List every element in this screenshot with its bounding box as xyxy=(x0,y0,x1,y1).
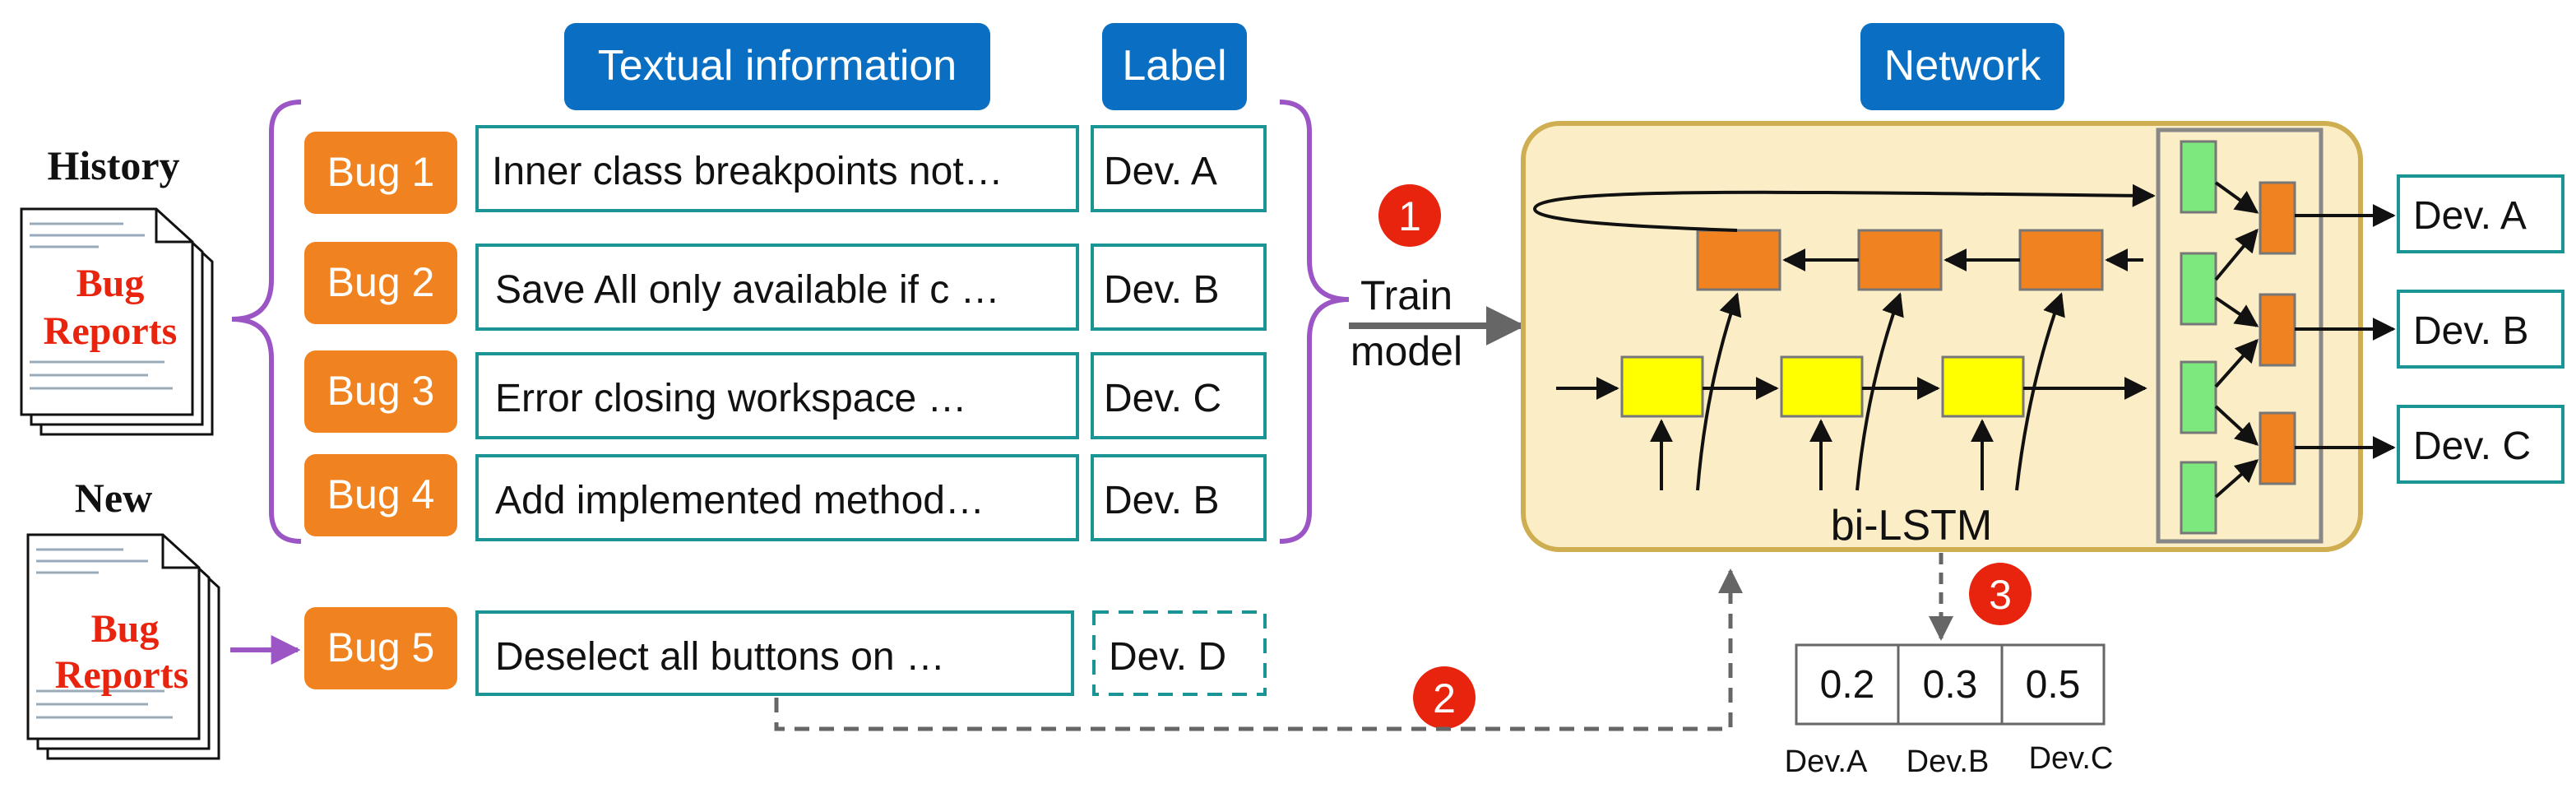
header-textual-information: Textual information xyxy=(564,23,990,110)
forward-cell xyxy=(1941,355,2025,418)
svg-text:2: 2 xyxy=(1433,675,1456,721)
output-dev-a: Dev. A xyxy=(2397,174,2564,253)
prob-value: 0.5 xyxy=(2026,663,2081,707)
bug-text: Inner class breakpoints not… xyxy=(492,150,1003,193)
prob-label: Dev.A xyxy=(1785,745,1868,779)
header-label: Label xyxy=(1102,23,1247,110)
step-badge-3: 3 xyxy=(1969,563,2032,625)
bug-row-3: Bug 3 Error closing workspace … Dev. C xyxy=(304,350,1267,439)
svg-text:Network: Network xyxy=(1884,42,2042,90)
bug-row-4: Bug 4 Add implemented method… Dev. B xyxy=(304,454,1267,541)
bug-text: Add implemented method… xyxy=(495,479,985,522)
output-layer-arrows xyxy=(2214,181,2396,499)
bug-text: Error closing workspace … xyxy=(495,377,967,420)
bug-label: Dev. B xyxy=(1104,268,1219,312)
output-layer-box xyxy=(2156,128,2323,544)
svg-text:Reports: Reports xyxy=(44,309,178,353)
bug-text: Save All only available if c … xyxy=(495,268,1000,312)
right-brace xyxy=(1279,100,1350,544)
probability-table: 0.2 0.3 0.5 Dev.A Dev.B Dev.C xyxy=(1785,643,2114,779)
new-title: New xyxy=(75,475,152,521)
backward-cell xyxy=(1857,229,1943,291)
backward-cell xyxy=(1696,229,1781,291)
prob-label: Dev.C xyxy=(2029,741,2114,776)
bug-row-2: Bug 2 Save All only available if c … Dev… xyxy=(304,242,1267,331)
history-title: History xyxy=(47,142,179,188)
backward-lstm-cells xyxy=(1696,229,2104,291)
output-green-units xyxy=(2180,140,2217,535)
bilstm-label: bi-LSTM xyxy=(1831,502,1992,550)
bug-label: Dev. C xyxy=(1104,377,1221,420)
new-bug-reports-icon: Bug Reports xyxy=(26,533,220,760)
prob-value: 0.2 xyxy=(1820,663,1875,707)
forward-lstm-cells xyxy=(1620,355,2025,418)
svg-text:3: 3 xyxy=(1989,572,2012,618)
bug-label: Dev. B xyxy=(1104,479,1219,522)
history-bug-reports-icon: Bug Reports xyxy=(20,207,214,436)
backward-cell xyxy=(2018,229,2104,291)
svg-text:Label: Label xyxy=(1122,42,1226,90)
predict-path-arrow xyxy=(774,568,1743,731)
prob-label: Dev.B xyxy=(1907,745,1990,779)
bug-id: Bug 1 xyxy=(327,149,435,195)
bug-text: Deselect all buttons on … xyxy=(495,635,945,679)
svg-text:1: 1 xyxy=(1398,193,1421,239)
network-arrows xyxy=(1532,183,2156,491)
step-badge-1: 1 xyxy=(1378,184,1441,247)
network-box xyxy=(1521,121,2363,552)
bug-id: Bug 3 xyxy=(327,368,435,414)
bug-label: Dev. A xyxy=(1104,150,1217,193)
svg-text:Textual information: Textual information xyxy=(598,42,957,90)
bug-id: Bug 2 xyxy=(327,259,435,305)
forward-cell xyxy=(1620,355,1704,418)
bug-row-1: Bug 1 Inner class breakpoints not… Dev. … xyxy=(304,125,1267,214)
svg-text:Reports: Reports xyxy=(55,653,189,697)
output-dev-c: Dev. C xyxy=(2397,405,2564,484)
bug-id: Bug 4 xyxy=(327,471,435,517)
prob-value: 0.3 xyxy=(1923,663,1978,707)
model-label: model xyxy=(1351,328,1462,374)
header-network: Network xyxy=(1860,23,2064,110)
bug-row-new: Bug 5 Deselect all buttons on … Dev. D xyxy=(304,607,1267,696)
step-badge-2: 2 xyxy=(1413,666,1476,729)
svg-text:Dev. C: Dev. C xyxy=(2413,425,2531,468)
bug-id: Bug 5 xyxy=(327,624,435,670)
forward-cell xyxy=(1780,355,1864,418)
svg-text:Dev. A: Dev. A xyxy=(2413,194,2527,238)
output-orange-units xyxy=(2259,181,2296,485)
svg-text:Bug: Bug xyxy=(91,607,160,651)
left-brace xyxy=(231,100,302,544)
output-dev-b: Dev. B xyxy=(2397,290,2564,369)
svg-text:Bug: Bug xyxy=(76,262,145,305)
svg-text:Dev. B: Dev. B xyxy=(2413,309,2528,353)
train-label: Train xyxy=(1360,272,1452,318)
bug-label-unknown: Dev. D xyxy=(1109,635,1226,679)
